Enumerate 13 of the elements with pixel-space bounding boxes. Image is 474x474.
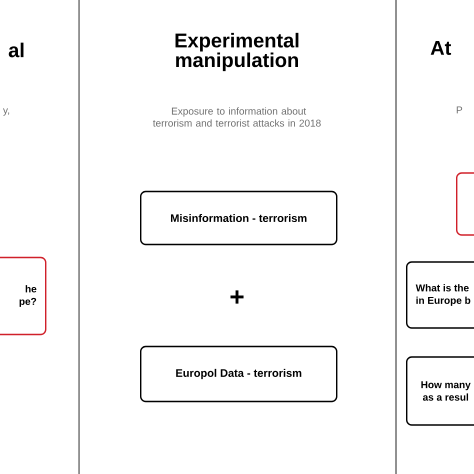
question-box: he pe? [0, 256, 46, 336]
condition-box: Misinformation - terrorism [140, 190, 338, 246]
column-heading: Experimental manipulation [176, 32, 298, 72]
column-description: Exposure to information about terrorism and terrorist attacks in 2018 [152, 107, 321, 127]
condition-box: Europol Data - terrorism [140, 346, 338, 402]
question-box: How many as a resul [406, 356, 474, 426]
question-box: What is the in Europe b [406, 261, 474, 329]
column-heading: al [8, 42, 24, 58]
column-heading: At [430, 41, 452, 55]
column-description: P [456, 106, 462, 114]
empty-box [456, 172, 474, 236]
column-description: y, [3, 108, 10, 116]
plus-sign: + [230, 290, 244, 304]
